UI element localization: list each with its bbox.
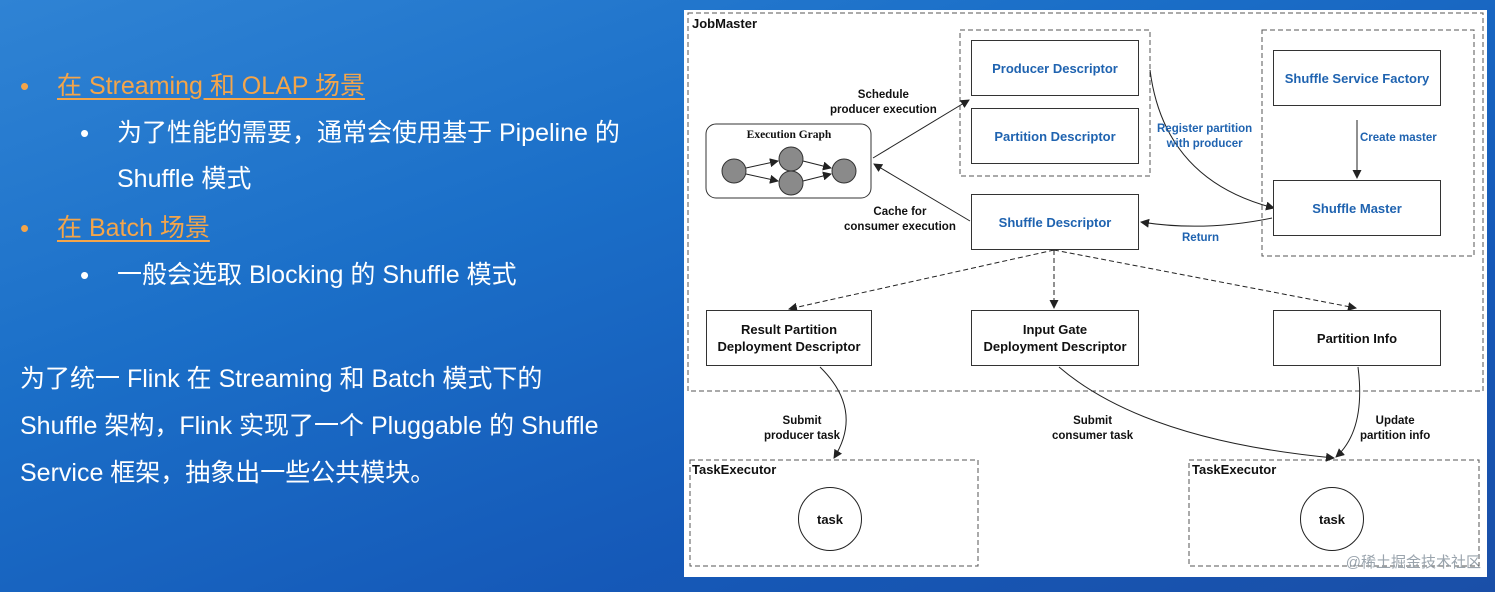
- submit-producer-arrow: [819, 366, 847, 459]
- label-line: producer execution: [830, 104, 937, 116]
- bullet-streaming: • 在 Streaming 和 OLAP 场景: [20, 72, 365, 100]
- shuffle-service-boundary: [1261, 29, 1475, 257]
- sub-text-pipeline: 为了性能的需要，通常会使用基于 Pipeline 的 Shuffle 模式: [117, 110, 620, 202]
- task-executor-left-boundary: [689, 459, 979, 567]
- node-line: Result Partition: [740, 322, 838, 337]
- node-line: Input Gate: [1022, 322, 1088, 337]
- task-left-circle: task: [798, 487, 862, 551]
- shuffle-master-node: Shuffle Master: [1273, 180, 1441, 236]
- shuffle-descriptor-node: Shuffle Descriptor: [971, 194, 1139, 250]
- label-line: producer task: [764, 430, 841, 442]
- label-line: Update: [1375, 415, 1415, 427]
- shuffle-architecture-diagram: JobMaster Execution Graph Producer Descr…: [684, 10, 1487, 577]
- update-partition-label: Update partition info: [1360, 414, 1430, 444]
- sub-line: 一般会选取 Blocking 的 Shuffle 模式: [117, 261, 517, 289]
- label-line: Register partition: [1157, 123, 1253, 135]
- graph-node: [721, 158, 747, 184]
- label-line: with producer: [1166, 138, 1243, 150]
- dashed-arrow-partition: [1053, 249, 1357, 311]
- execution-graph-label: Execution Graph: [746, 129, 832, 141]
- watermark-text: @稀土掘金技术社区: [1345, 554, 1481, 571]
- register-arrow: [1149, 69, 1275, 211]
- return-label: Return: [1182, 232, 1220, 244]
- label-line: consumer execution: [844, 221, 956, 233]
- shuffle-service-factory-node: Shuffle Service Factory: [1273, 50, 1441, 106]
- bullet-dot: •: [80, 118, 90, 148]
- sub-bullet-blocking: • 一般会选取 Blocking 的 Shuffle 模式: [80, 252, 517, 298]
- graph-node: [778, 146, 804, 172]
- partition-info-node: Partition Info: [1273, 310, 1441, 366]
- return-arrow: [1140, 217, 1273, 228]
- heading-batch: 在 Batch 场景: [57, 214, 210, 242]
- sub-text-blocking: 一般会选取 Blocking 的 Shuffle 模式: [117, 252, 517, 298]
- bullet-dot: •: [20, 71, 30, 101]
- node-line: Deployment Descriptor: [717, 339, 861, 354]
- create-master-label: Create master: [1360, 132, 1437, 144]
- graph-node: [831, 158, 857, 184]
- submit-consumer-label: Submit consumer task: [1052, 414, 1133, 444]
- label-line: consumer task: [1052, 430, 1134, 442]
- cache-label: Cache for consumer execution: [844, 205, 956, 235]
- task-right-circle: task: [1300, 487, 1364, 551]
- jobmaster-label: JobMaster: [692, 16, 758, 31]
- schedule-label: Schedule producer execution: [830, 88, 937, 118]
- para-line: 为了统一 Flink 在 Streaming 和 Batch 模式下的: [20, 365, 543, 393]
- sub-bullet-pipeline: • 为了性能的需要，通常会使用基于 Pipeline 的 Shuffle 模式: [80, 110, 620, 202]
- task-executor-left-label: TaskExecutor: [692, 462, 777, 477]
- diagram-connectors: [687, 12, 1484, 567]
- jobmaster-boundary: [687, 12, 1484, 392]
- label-line: Submit: [1073, 415, 1113, 427]
- register-label: Register partition with producer: [1157, 122, 1252, 152]
- dashed-arrow-result: [788, 249, 1055, 312]
- label-line: Cache for: [873, 206, 927, 218]
- sub-line: 为了性能的需要，通常会使用基于 Pipeline 的: [117, 119, 620, 147]
- result-partition-node: Result Partition Deployment Descriptor: [706, 310, 872, 366]
- producer-descriptor-node: Producer Descriptor: [971, 40, 1139, 96]
- sub-line: Shuffle 模式: [117, 165, 252, 193]
- heading-streaming-olap: 在 Streaming 和 OLAP 场景: [57, 72, 365, 100]
- bullet-batch: • 在 Batch 场景: [20, 214, 210, 242]
- bullet-dot: •: [80, 260, 90, 290]
- schedule-arrow: [872, 99, 970, 159]
- label-line: Submit: [782, 415, 822, 427]
- update-partition-arrow: [1335, 366, 1361, 458]
- graph-node: [778, 170, 804, 196]
- task-executor-right-label: TaskExecutor: [1192, 462, 1277, 477]
- bullet-dot: •: [20, 213, 30, 243]
- summary-paragraph: 为了统一 Flink 在 Streaming 和 Batch 模式下的 Shuf…: [20, 356, 660, 497]
- submit-producer-label: Submit producer task: [764, 414, 840, 444]
- para-line: Service 框架，抽象出一些公共模块。: [20, 459, 436, 487]
- para-line: Shuffle 架构，Flink 实现了一个 Pluggable 的 Shuff…: [20, 412, 599, 440]
- partition-descriptor-node: Partition Descriptor: [971, 108, 1139, 164]
- node-line: Deployment Descriptor: [983, 339, 1127, 354]
- slide-text-panel: • 在 Streaming 和 OLAP 场景 • 为了性能的需要，通常会使用基…: [0, 0, 680, 592]
- label-line: Schedule: [857, 89, 909, 101]
- submit-consumer-arrow: [1058, 366, 1335, 462]
- label-line: partition info: [1360, 430, 1431, 442]
- cache-arrow: [873, 163, 971, 222]
- input-gate-node: Input Gate Deployment Descriptor: [971, 310, 1139, 366]
